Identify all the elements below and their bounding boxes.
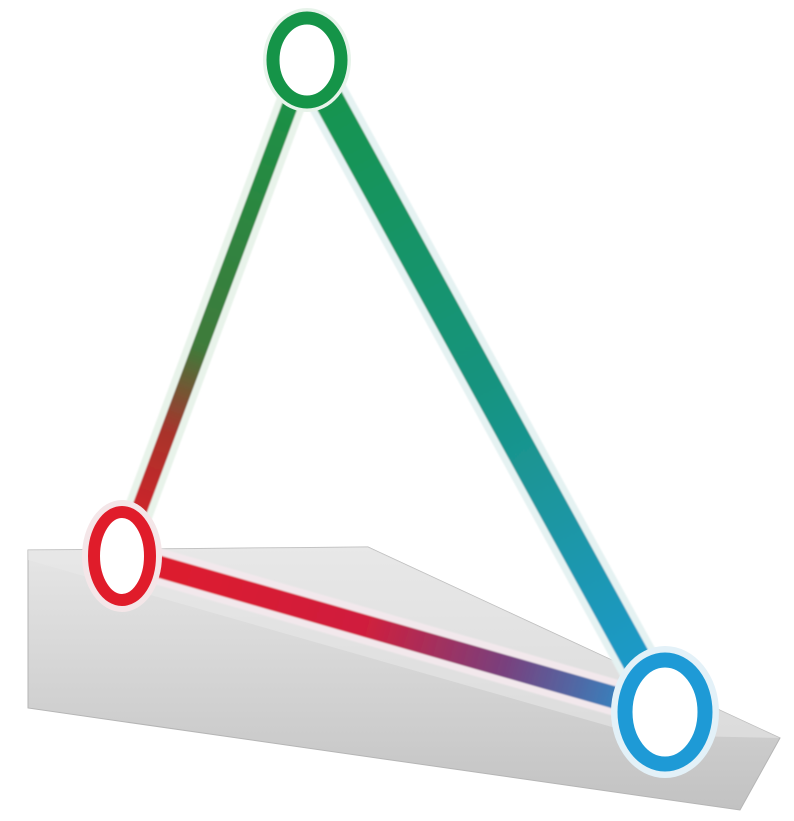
- node-right-ring: [625, 660, 705, 764]
- node-left: [82, 500, 162, 612]
- node-right: [611, 646, 719, 778]
- edge-left-top: [122, 60, 307, 556]
- node-top: [263, 8, 351, 112]
- node-left-ring: [94, 512, 150, 600]
- node-top-ring: [273, 18, 341, 102]
